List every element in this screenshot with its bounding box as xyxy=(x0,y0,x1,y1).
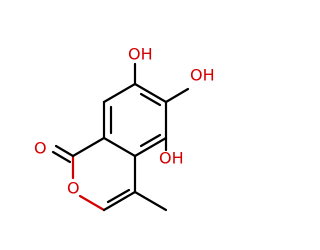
bond-c5-c4a xyxy=(133,136,168,158)
oh-5-label: OH xyxy=(159,149,184,168)
oh-6-label: OH xyxy=(190,66,215,85)
atom-labels: OH OH OH O O xyxy=(34,45,215,198)
methyl-bond xyxy=(133,190,168,212)
bond-c8-c7 xyxy=(102,82,137,104)
bond-c8a-c1 xyxy=(71,136,106,158)
bond-o2-c3 xyxy=(78,194,106,212)
bond-c5-c4a-inner xyxy=(139,133,162,148)
bond-c4a-c8a xyxy=(102,136,137,158)
oh-6-bond xyxy=(164,87,190,104)
chemical-structure: OH OH OH O O xyxy=(34,44,215,212)
oh-7-label: OH xyxy=(128,45,153,64)
carbonyl-bond-a xyxy=(54,144,75,158)
carbonyl-bond-b xyxy=(51,150,72,164)
benzene-ring xyxy=(102,82,168,158)
substituents xyxy=(51,62,190,212)
pyranone-ring xyxy=(71,136,137,212)
bond-c7-c6-inner xyxy=(139,92,162,107)
carbonyl-o-label: O xyxy=(34,139,47,158)
bond-c3-c4 xyxy=(102,190,137,212)
bond-c7-c6 xyxy=(133,82,168,104)
bond-c3-c4-inner xyxy=(106,188,131,204)
ring-o-label: O xyxy=(67,179,80,198)
